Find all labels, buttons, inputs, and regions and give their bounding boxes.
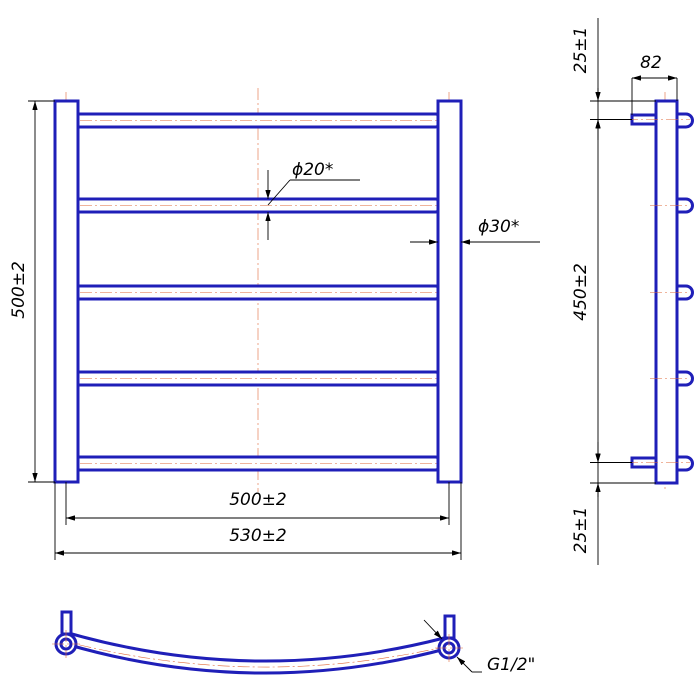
crossbars	[60, 112, 458, 472]
side-rail-end-4	[675, 370, 694, 387]
overall-height-label: 500±2	[9, 261, 29, 319]
left-post	[53, 99, 80, 484]
top-rail-inner	[71, 632, 445, 663]
thread-callout: G1/2"	[423, 619, 535, 675]
side-view: 82 25±1 450±2 25±1	[571, 18, 694, 565]
post-diameter-label: ϕ30*	[478, 217, 519, 237]
overall-width-label: 530±2	[229, 526, 287, 546]
connection-span-label: 450±2	[571, 263, 591, 321]
dim-depth: 82	[631, 53, 678, 115]
dim-rail-diameter: ϕ20*	[265, 160, 360, 240]
side-rail-end-1	[675, 112, 694, 129]
top-right-connector	[443, 614, 456, 640]
bottom-offset-label: 25±1	[571, 507, 591, 554]
top-left-connector	[60, 610, 73, 636]
dim-post-diameter: ϕ30*	[410, 217, 540, 245]
side-rail-end-5	[675, 455, 694, 472]
side-rail-end-3	[675, 284, 694, 301]
depth-label: 82	[640, 53, 662, 73]
top-offset-label: 25±1	[571, 27, 591, 74]
right-post	[436, 99, 463, 484]
dim-overall-height: 500±2	[9, 100, 55, 483]
center-distance-label: 500±2	[229, 490, 287, 510]
dim-overall-width: 530±2	[54, 482, 462, 560]
top-view: G1/2"	[52, 610, 535, 675]
front-view: 500±2 500±2 530±2 ϕ20*	[9, 88, 540, 560]
top-rail-centerline	[59, 639, 457, 668]
side-post	[654, 99, 679, 485]
thread-label: G1/2"	[487, 655, 535, 675]
side-rail-end-2	[675, 197, 694, 214]
dim-center-distance: 500±2	[65, 482, 450, 525]
rail-diameter-label: ϕ20*	[292, 160, 333, 180]
